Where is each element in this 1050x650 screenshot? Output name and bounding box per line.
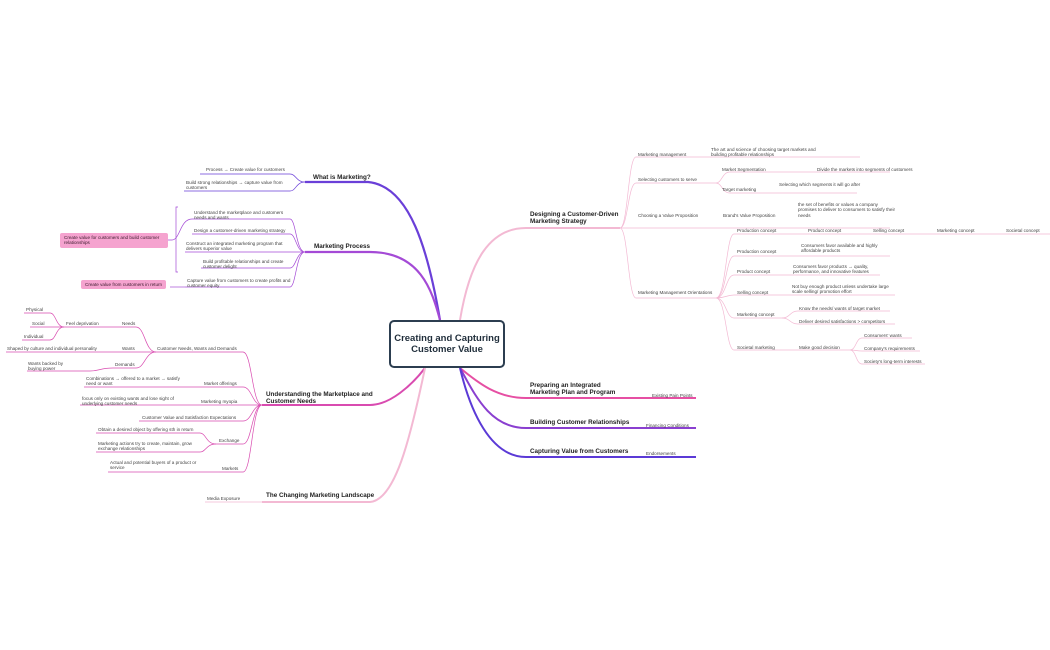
markets-description[interactable]: Actual and potential buyers of a product… bbox=[110, 460, 197, 471]
branch-line-landscape bbox=[262, 367, 426, 503]
exchange-node[interactable]: Exchange bbox=[219, 438, 240, 443]
process-item-design[interactable]: Design a customer-driven marketing strat… bbox=[194, 228, 286, 233]
segmentation-description[interactable]: Divide the markets into segments of cust… bbox=[817, 167, 913, 172]
branch-line-process bbox=[305, 250, 442, 321]
branch-line-what-is bbox=[305, 180, 442, 321]
feel-deprivation-node[interactable]: Feel deprivation bbox=[66, 321, 99, 326]
landscape-media-exposure[interactable]: Media Exposure bbox=[207, 496, 241, 501]
marketing-concept-node[interactable]: Marketing concept bbox=[737, 312, 775, 317]
individual-need-node[interactable]: Individual bbox=[24, 334, 44, 339]
production-concept-node[interactable]: Production concept bbox=[737, 249, 777, 254]
targeting-description[interactable]: Selecting which segments it will go afte… bbox=[779, 182, 861, 187]
branch-line-understanding bbox=[262, 367, 426, 406]
chain-product-concept[interactable]: Product concept bbox=[808, 228, 842, 233]
marketing-concept-description-1[interactable]: Know the needs/ wants of target market bbox=[799, 306, 880, 311]
branch-changing-landscape[interactable]: The Changing Marketing Landscape bbox=[266, 492, 375, 499]
process-item-build[interactable]: Build profitable relationships and creat… bbox=[203, 259, 284, 270]
preparing-existing-pain-points[interactable]: Existing Pain Points bbox=[652, 393, 693, 398]
what-is-item-relationships[interactable]: Build strong relationships → capture val… bbox=[186, 180, 283, 191]
branch-understanding-marketplace[interactable]: Understanding the Marketplace and Custom… bbox=[266, 391, 373, 405]
market-offerings-description[interactable]: Combinations → offered to a market → sat… bbox=[86, 376, 180, 387]
chain-societal-concept[interactable]: Societal concept bbox=[1006, 228, 1040, 233]
markets-node[interactable]: Markets bbox=[222, 466, 239, 471]
process-item-capture[interactable]: Capture value from customers to create p… bbox=[187, 278, 291, 289]
branch-line-designing bbox=[459, 227, 620, 321]
societal-marketing-node[interactable]: Societal marketing bbox=[737, 345, 775, 350]
process-item-construct[interactable]: Construct an integrated marketing progra… bbox=[186, 241, 283, 252]
societal-consumers-wants[interactable]: Consumers' wants bbox=[864, 333, 902, 338]
chain-selling-concept[interactable]: Selling concept bbox=[873, 228, 905, 233]
market-segmentation-node[interactable]: Market Segmentation bbox=[722, 167, 766, 172]
production-concept-description[interactable]: Consumers favor available and highly aff… bbox=[801, 243, 878, 254]
needs-node[interactable]: Needs bbox=[122, 321, 136, 326]
social-need-node[interactable]: Social bbox=[32, 321, 45, 326]
demands-node[interactable]: Demands bbox=[115, 362, 135, 367]
chain-production-concept[interactable]: Production concept bbox=[737, 228, 777, 233]
selecting-customers-node[interactable]: Selecting customers to serve bbox=[638, 177, 697, 182]
branch-what-is-marketing[interactable]: What is Marketing? bbox=[313, 174, 371, 181]
building-financing-conditions[interactable]: Financing Conditions bbox=[646, 423, 689, 428]
process-highlight-create-value[interactable]: Create value for customers and build cus… bbox=[60, 233, 168, 248]
what-is-item-process[interactable]: Process → Create value for customers bbox=[206, 167, 285, 172]
marketing-concept-description-2[interactable]: Deliver desired satisfactions > competit… bbox=[799, 319, 886, 324]
process-item-understand[interactable]: Understand the marketplace and customers… bbox=[194, 210, 284, 221]
marketing-management-node[interactable]: Marketing management bbox=[638, 152, 687, 157]
branch-preparing-plan[interactable]: Preparing an Integrated Marketing Plan a… bbox=[530, 382, 616, 396]
branch-marketing-process[interactable]: Marketing Process bbox=[314, 243, 370, 250]
product-concept-node[interactable]: Product concept bbox=[737, 269, 771, 274]
marketing-management-description[interactable]: The art and science of choosing target m… bbox=[711, 147, 816, 158]
branch-line-capturing bbox=[459, 367, 696, 458]
market-offerings-node[interactable]: Market offerings bbox=[204, 381, 237, 386]
capturing-endorsements[interactable]: Endorsements bbox=[646, 451, 676, 456]
orientations-node[interactable]: Marketing Management Orientations bbox=[638, 290, 713, 295]
value-satisfaction-node[interactable]: Customer Value and Satisfaction Expectat… bbox=[142, 415, 237, 420]
wants-node[interactable]: Wants bbox=[122, 346, 135, 351]
brand-value-proposition-description[interactable]: the set of benefits or values a company … bbox=[798, 202, 896, 218]
branch-building-relationships[interactable]: Building Customer Relationships bbox=[530, 419, 630, 426]
branch-line-building bbox=[459, 367, 696, 429]
product-concept-description[interactable]: Consumers favor products → quality, perf… bbox=[793, 264, 869, 275]
wants-description[interactable]: Shaped by culture and individual persona… bbox=[7, 346, 97, 351]
choosing-value-proposition-node[interactable]: Choosing a Value Proposition bbox=[638, 213, 699, 218]
societal-long-term-interests[interactable]: Society's long-term interests bbox=[864, 359, 922, 364]
brand-value-proposition-node[interactable]: Brand's Value Proposition bbox=[723, 213, 776, 218]
branch-line-preparing bbox=[459, 367, 696, 399]
selling-concept-description[interactable]: Not buy enough product unless undertake … bbox=[792, 284, 889, 295]
societal-company-requirements[interactable]: Company's requirements bbox=[864, 346, 915, 351]
target-marketing-node[interactable]: Target marketing bbox=[722, 187, 757, 192]
branch-designing-strategy[interactable]: Designing a Customer-Driven Marketing St… bbox=[530, 211, 619, 225]
central-topic[interactable]: Creating and Capturing Customer Value bbox=[389, 320, 505, 368]
exchange-description-2[interactable]: Marketing actions try to create, maintai… bbox=[98, 441, 192, 452]
selling-concept-node[interactable]: Selling concept bbox=[737, 290, 769, 295]
make-good-decision-node[interactable]: Make good decision bbox=[799, 345, 840, 350]
marketing-myopia-node[interactable]: Marketing myopia bbox=[201, 399, 238, 404]
demands-description[interactable]: Wants backed by buying power bbox=[28, 361, 64, 372]
process-highlight-capture-value[interactable]: Create value from customers in return bbox=[81, 280, 167, 290]
chain-marketing-concept[interactable]: Marketing concept bbox=[937, 228, 975, 233]
branch-capturing-value[interactable]: Capturing Value from Customers bbox=[530, 448, 629, 455]
exchange-description-1[interactable]: Obtain a desired object by offering sth … bbox=[98, 427, 194, 432]
marketing-myopia-description[interactable]: focus only on existing wants and lose si… bbox=[82, 396, 174, 407]
needs-wants-demands-node[interactable]: Customer Needs, Wants and Demands bbox=[157, 346, 237, 351]
physical-need-node[interactable]: Physical bbox=[26, 307, 44, 312]
